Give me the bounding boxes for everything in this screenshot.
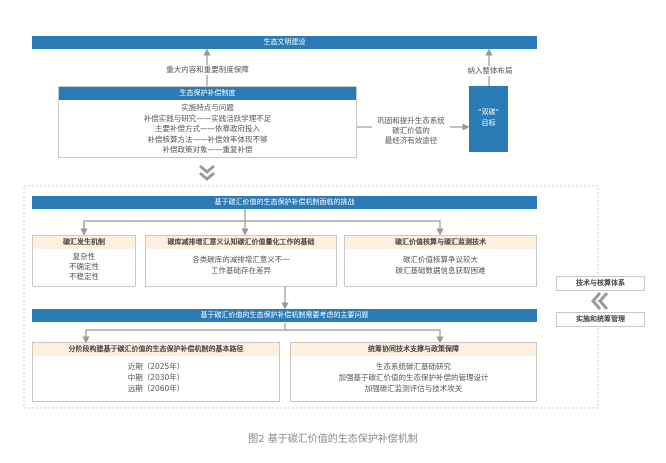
goal-box: “双碳” 目标 — [469, 86, 508, 152]
side-impl-box: 实施和统筹管理 — [556, 312, 645, 327]
goal-line: “双碳” — [477, 108, 500, 116]
system-box-title: 生态保护补偿制度 — [59, 87, 356, 100]
goal-line: 目标 — [481, 119, 496, 127]
system-line: 主要补偿方式——依靠政府投入 — [155, 124, 260, 133]
issue-line: 加强基于碳汇价值的生态保护补偿的管理设计 — [338, 373, 489, 382]
arrow-label-line: 最经济有效途径 — [384, 136, 438, 145]
system-line: 实施特点与问题 — [181, 103, 234, 112]
double-chevron-down-icon — [199, 164, 215, 181]
arrow-label-line: 巩固和提升生态系统 — [377, 116, 445, 125]
challenge-line: 复杂性 — [72, 252, 96, 261]
challenge-line: 工作基础存在差异 — [211, 266, 271, 275]
top-bar: 生态文明建设 — [32, 36, 537, 49]
issue-line: 加强碳汇监测评估与技术攻关 — [364, 384, 463, 393]
issue-title: 分阶段构建基于碳汇价值的生态保护补偿机制的基本路径 — [33, 343, 279, 356]
challenge-box: 碳汇价值核算与碳汇监测技术 碳汇价值核算争议较大 碳汇基础数据信息获取困难 — [344, 235, 537, 287]
figure-caption: 图2 基于碳汇价值的生态保护补偿机制 — [248, 434, 418, 445]
challenge-title: 碳库减排增汇意义认知碳汇价值量化工作的基础 — [146, 236, 336, 249]
issues-bar: 基于碳汇价值的生态保护补偿机制需要考虑的主要问题 — [32, 309, 537, 322]
system-line: 补偿政策对象——重复补偿 — [162, 145, 253, 154]
system-line: 补偿核算方法——补偿效率体现不够 — [147, 134, 268, 144]
challenge-box: 碳库减排增汇意义认知碳汇价值量化工作的基础 各类碳库的减排增汇意义不一 工作基础… — [145, 235, 337, 287]
challenge-box: 碳汇发生机制 复杂性 不确定性 不稳定性 — [32, 235, 136, 287]
issue-box: 统筹协同技术支撑与政策保障 生态系统碳汇基础研究 加强基于碳汇价值的生态保护补偿… — [290, 342, 537, 402]
challenge-title: 碳汇价值核算与碳汇监测技术 — [345, 236, 536, 249]
system-line: 补偿实践与研究——实践活跃学理不足 — [143, 113, 272, 123]
challenge-line: 碳汇价值核算争议较大 — [403, 255, 478, 264]
challenge-title: 碳汇发生机制 — [33, 236, 135, 249]
double-chevron-left-icon — [591, 292, 609, 310]
side-tech-box: 技术与核算体系 — [556, 276, 645, 291]
challenge-bar: 基于碳汇价值的生态保护补偿机制面临的挑战 — [32, 196, 537, 209]
challenge-line: 碳汇基础数据信息获取困难 — [395, 266, 486, 275]
challenge-line: 不确定性 — [69, 262, 99, 271]
label-left-up: 重大内容和重要制度保障 — [150, 65, 265, 75]
challenge-line: 不稳定性 — [69, 272, 99, 281]
arrow-label: 巩固和提升生态系统 碳汇价值的 最经济有效途径 — [370, 116, 452, 146]
issue-title: 统筹协同技术支撑与政策保障 — [291, 343, 536, 356]
arrow-label-line: 碳汇价值的 — [392, 126, 430, 135]
issue-line: 近期（2025年） — [127, 362, 185, 371]
issue-line: 远期（2060年） — [127, 384, 185, 393]
challenge-line: 各类碳库的减排增汇意义不一 — [192, 255, 290, 264]
issue-line: 中期（2030年） — [127, 373, 185, 382]
label-right-up: 纳入整体布局 — [460, 66, 520, 76]
system-box: 生态保护补偿制度 实施特点与问题 补偿实践与研究——实践活跃学理不足 主要补偿方… — [58, 86, 357, 158]
issue-line: 生态系统碳汇基础研究 — [376, 362, 451, 371]
issue-box: 分阶段构建基于碳汇价值的生态保护补偿机制的基本路径 近期（2025年） 中期（2… — [32, 342, 280, 402]
